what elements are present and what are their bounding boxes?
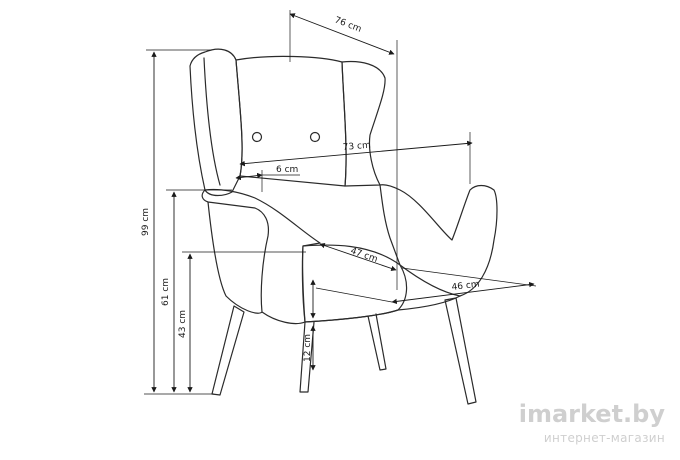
watermark-tagline: интернет-магазин (544, 431, 665, 445)
dimension-guides (144, 10, 537, 395)
label-6: 6 cm (276, 165, 298, 175)
left-arm-front (207, 201, 263, 314)
watermark-brand: imarket.by (519, 400, 666, 428)
tuft-button-left (251, 131, 263, 143)
guide-46-left (315, 287, 393, 303)
right-armrest (379, 184, 498, 297)
dim-line-6 (235, 172, 263, 181)
leg-back-right (367, 313, 387, 371)
left-armrest (201, 188, 321, 325)
label-43: 43 cm (178, 310, 188, 338)
chair-drawing (189, 48, 498, 405)
left-wing-inner (203, 57, 221, 186)
right-wing (341, 60, 386, 187)
leg-front-left (211, 305, 245, 396)
dim-line-76 (289, 13, 395, 55)
dim-line-46 (391, 281, 535, 305)
label-73: 73 cm (342, 141, 371, 153)
dim-line-73 (239, 140, 473, 167)
label-12: 12 cm (303, 334, 313, 362)
backrest-outline (189, 48, 243, 197)
leg-front-right (444, 297, 477, 405)
label-61: 61 cm (161, 278, 171, 306)
watermark: imarket.by интернет-магазин (519, 400, 666, 445)
tuft-button-right (309, 131, 321, 143)
label-46: 46 cm (451, 280, 480, 293)
dim-line-47 (319, 243, 397, 271)
dimension-labels: 76 cm 73 cm 6 cm 47 cm 46 cm 99 cm 61 cm… (141, 15, 480, 362)
label-99: 99 cm (141, 208, 151, 236)
